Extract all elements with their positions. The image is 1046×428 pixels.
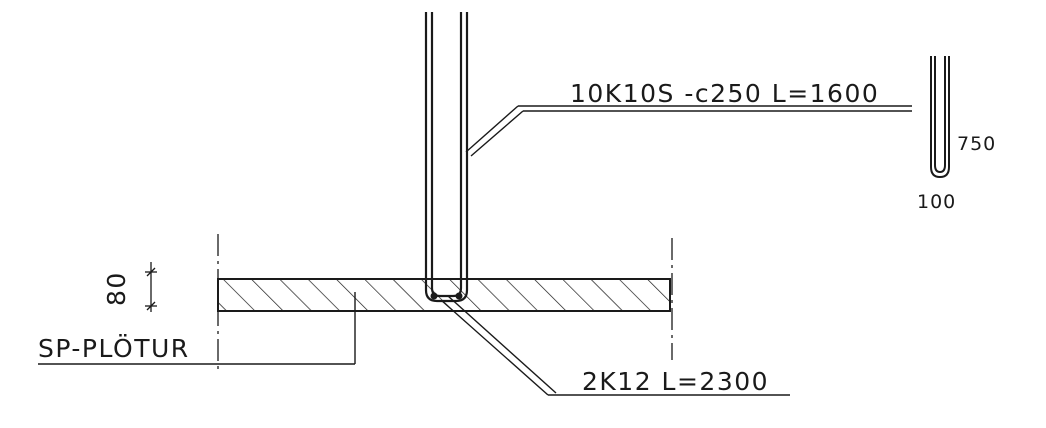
slab-leader bbox=[38, 292, 356, 365]
bar-spec-label: 2K12 L=2300 bbox=[582, 367, 769, 396]
stirrup-sketch-inner bbox=[934, 56, 946, 174]
bar-leader bbox=[440, 295, 790, 396]
slab-thickness-label: 80 bbox=[102, 271, 131, 306]
stirrup-bar bbox=[424, 12, 469, 303]
stirrup-shape-sketch bbox=[930, 56, 950, 179]
slab-outline bbox=[217, 278, 671, 312]
stirrup-sketch-outer bbox=[930, 56, 950, 179]
stirrup-leader bbox=[465, 105, 912, 157]
stirrup-height-label: 750 bbox=[957, 133, 996, 155]
stirrup-spec-label: 10K10S -c250 L=1600 bbox=[570, 79, 879, 108]
slab-name-label: SP-PLÖTUR bbox=[38, 334, 190, 363]
thickness-dimension bbox=[145, 262, 157, 312]
stirrup-width-label: 100 bbox=[917, 191, 956, 213]
longitudinal-bar-left bbox=[430, 292, 438, 300]
stirrup-inner bbox=[430, 12, 463, 298]
slab-end-lines bbox=[217, 234, 673, 372]
longitudinal-bar-right bbox=[455, 292, 463, 300]
stirrup-outer bbox=[424, 12, 469, 303]
